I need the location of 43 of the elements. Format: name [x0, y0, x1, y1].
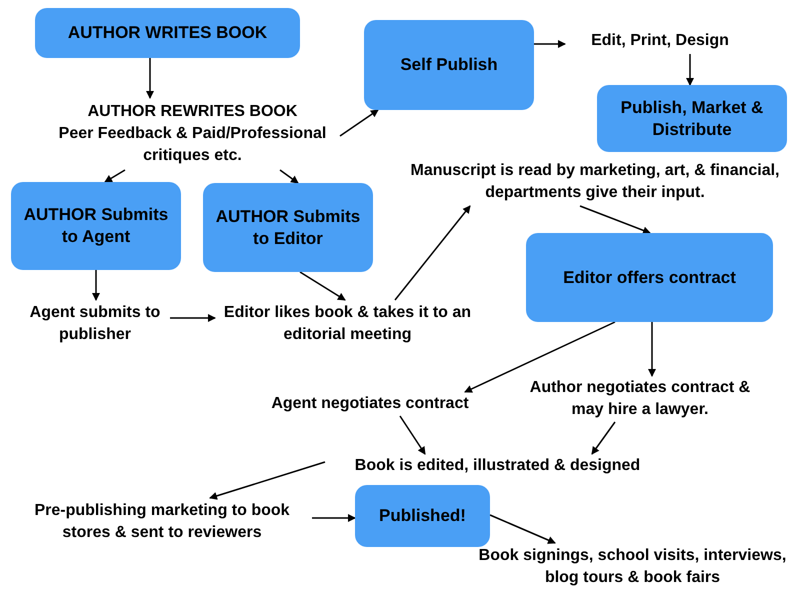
box-label: Published! — [379, 505, 466, 527]
step-heading: Agent submits to publisher — [28, 303, 162, 345]
box-label: Editor offers contract — [563, 266, 736, 288]
step-heading: Book signings, school visits, interviews, blog tours & book fairs — [478, 546, 788, 588]
box-label: Self Publish — [400, 54, 498, 76]
box-label: AUTHOR Submits to Editor — [214, 206, 362, 250]
step-heading: Editor likes book & takes it to an editorial meeting — [222, 303, 472, 345]
step-heading: Author negotiates contract & may hire a lawyer. — [528, 378, 752, 420]
arrow — [490, 514, 556, 544]
arrow — [686, 54, 694, 86]
step-heading: Manuscript is read by marketing, art, & financial, departments give their input. — [410, 161, 780, 203]
arrow — [648, 322, 656, 377]
process-box — [203, 183, 373, 272]
process-box — [35, 8, 300, 58]
arrow — [209, 461, 326, 500]
step-text: Peer Feedback & Paid/Professional critiques etc. — [58, 124, 328, 166]
process-box — [364, 20, 534, 110]
step-heading: Pre-publishing marketing to book stores & sent to reviewers — [33, 501, 291, 543]
arrow — [340, 109, 379, 137]
arrow — [170, 314, 216, 322]
arrow — [280, 169, 299, 184]
arrow — [104, 169, 126, 183]
process-box — [11, 182, 181, 270]
process-box — [355, 485, 490, 547]
arrow — [591, 422, 616, 455]
process-box — [526, 233, 773, 322]
arrow — [312, 514, 356, 522]
box-label: AUTHOR Submits to Agent — [22, 204, 170, 248]
process-box — [597, 85, 787, 152]
arrow — [464, 321, 616, 393]
arrow — [399, 416, 426, 455]
box-label: Publish, Market & Distribute — [620, 96, 764, 140]
arrow — [146, 58, 154, 99]
box-label: AUTHOR WRITES BOOK — [68, 22, 268, 44]
arrow — [394, 205, 471, 300]
arrow — [580, 205, 651, 234]
arrow — [300, 271, 346, 301]
step-heading: Agent negotiates contract — [271, 394, 469, 414]
step-heading: Book is edited, illustrated & designed — [354, 456, 640, 476]
step-heading: AUTHOR REWRITES BOOK — [88, 102, 298, 122]
arrow — [92, 270, 100, 301]
arrow — [534, 40, 566, 48]
step-heading: Edit, Print, Design — [591, 31, 729, 51]
